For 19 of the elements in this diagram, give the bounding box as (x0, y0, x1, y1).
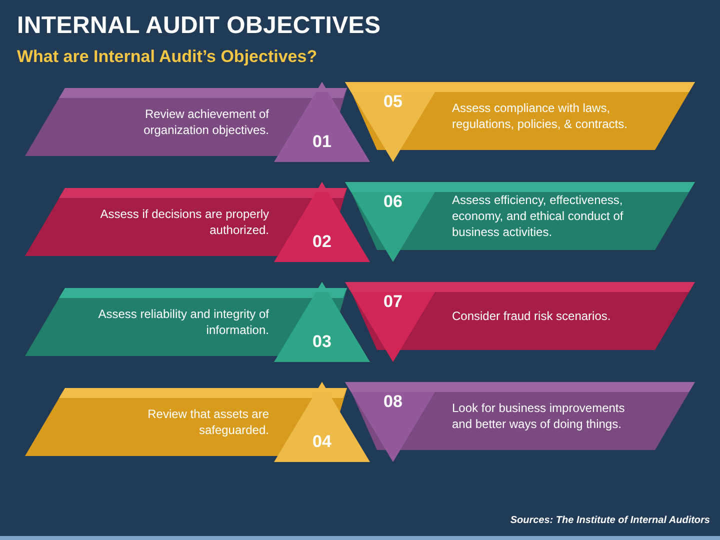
step-number: 07 (382, 292, 404, 312)
objective-text: Assess if decisions are properly authorized. (99, 206, 269, 238)
objective-text: Assess efficiency, effectiveness, economy, and ethical conduct of business activities. (452, 192, 624, 240)
step-number: 04 (312, 432, 332, 452)
step-number: 03 (312, 332, 332, 352)
objective-text: Consider fraud risk scenarios. (452, 308, 611, 324)
source-note: Sources: The Institute of Internal Auditors (510, 515, 710, 526)
objective-text: Assess compliance with laws, regulations, policies, & contracts. (452, 100, 628, 132)
objective-text: Review achievement of organization objectives. (142, 106, 269, 138)
objective-text: Look for business improvements and better ways of doing things. (452, 400, 626, 432)
title: INTERNAL AUDIT OBJECTIVES (17, 12, 381, 40)
step-number: 02 (312, 232, 332, 252)
objective-text: Assess reliability and integrity of information. (97, 306, 269, 338)
step-number: 08 (382, 392, 404, 412)
step-number: 06 (382, 192, 404, 212)
step-number: 05 (382, 92, 404, 112)
subtitle: What are Internal Audit’s Objectives? (17, 47, 318, 67)
step-number: 01 (312, 132, 332, 152)
objective-text: Review that assets are safeguarded. (146, 406, 269, 438)
